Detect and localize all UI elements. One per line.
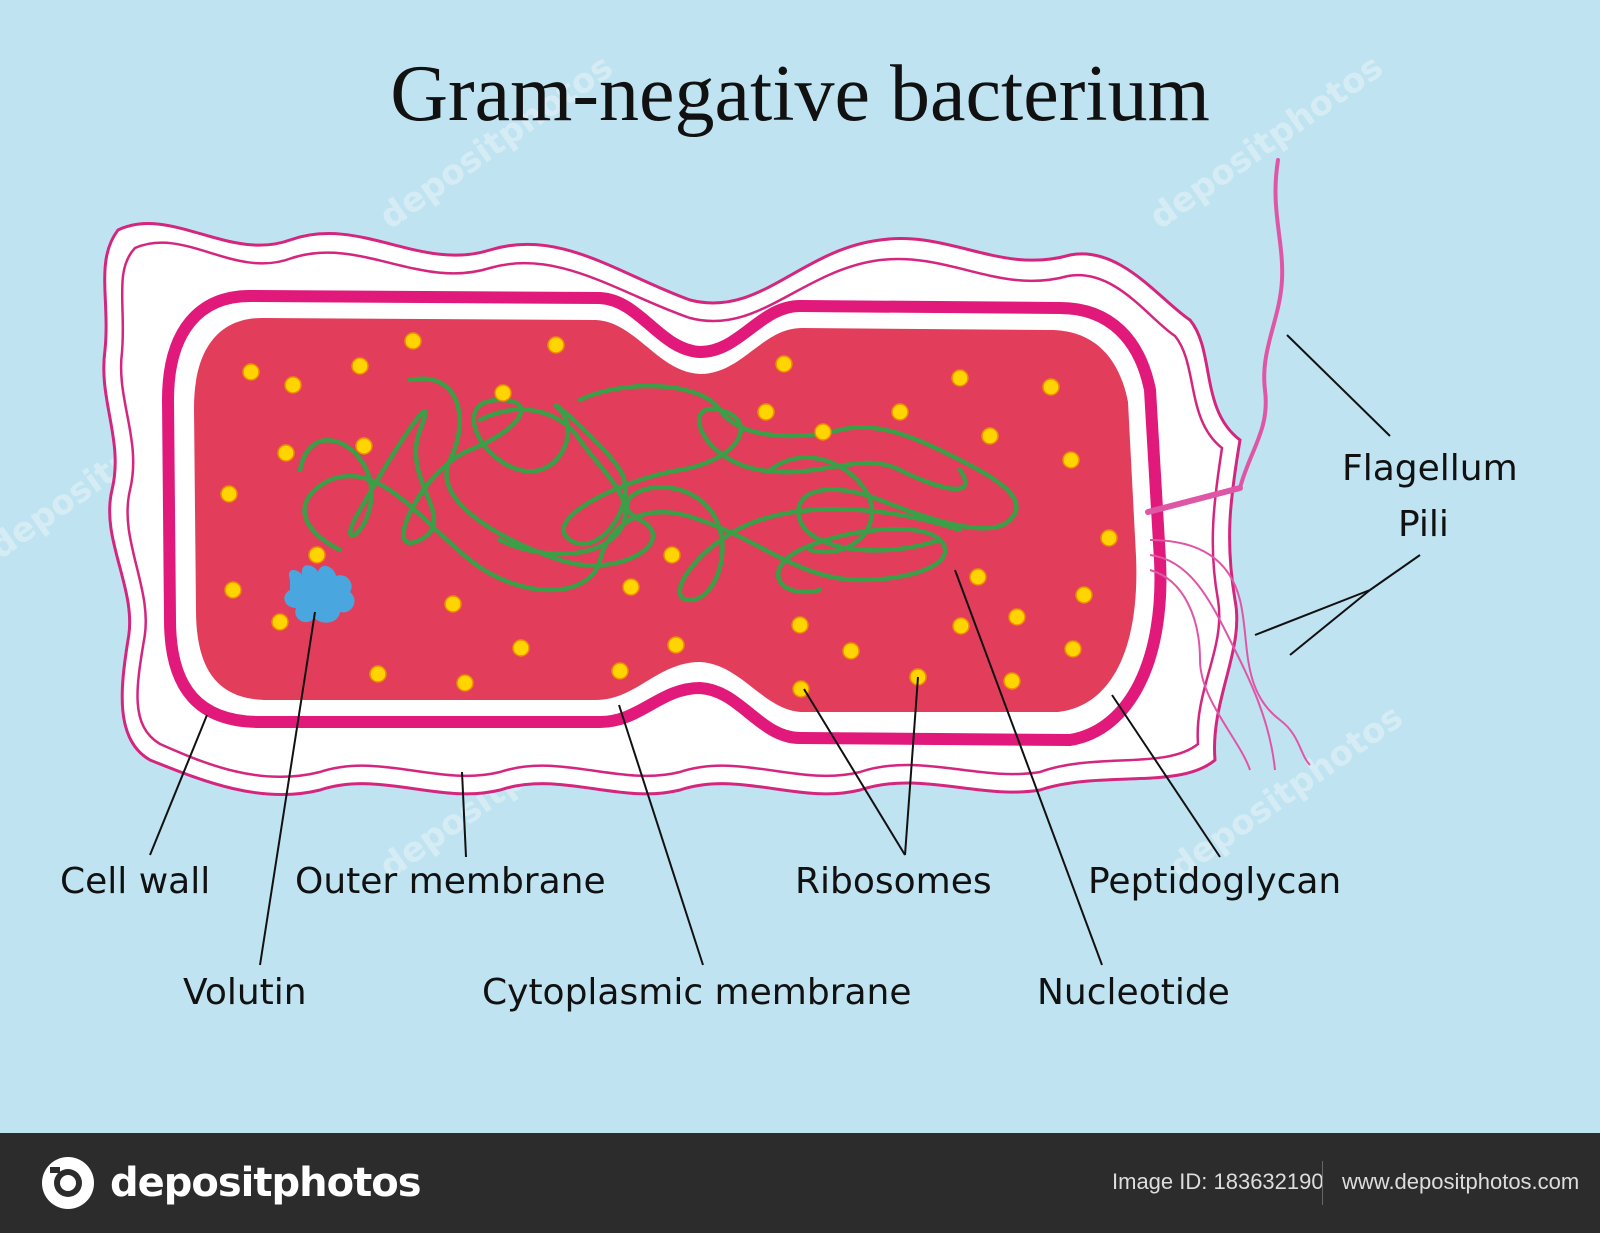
- cytoplasm: [194, 318, 1137, 712]
- leader-lines: [149, 334, 1421, 966]
- label-ribosomes: Ribosomes: [795, 861, 992, 902]
- flagellum: [1145, 158, 1285, 515]
- outer-membrane-line: [119, 241, 1224, 779]
- camera-logo-icon: [42, 1157, 94, 1209]
- footer-brand-name: depositphotos: [110, 1160, 422, 1206]
- nucleoid-dna: [297, 376, 1019, 603]
- label-volutin: Volutin: [183, 972, 307, 1013]
- label-outer-membrane: Outer membrane: [295, 861, 606, 902]
- label-cell-wall: Cell wall: [60, 861, 210, 902]
- volutin-granule: [284, 565, 355, 623]
- pili: [1149, 539, 1311, 771]
- footer-bar: depositphotos Image ID: 183632190 www.de…: [0, 1133, 1600, 1233]
- ribosomes-group: [220, 332, 1118, 698]
- label-nucleotide: Nucleotide: [1037, 972, 1230, 1013]
- label-flagellum: Flagellum: [1342, 448, 1518, 489]
- footer-separator: [1322, 1161, 1323, 1205]
- label-peptidoglycan: Peptidoglycan: [1088, 861, 1341, 902]
- diagram-title: Gram-negative bacterium: [390, 50, 1210, 138]
- footer-image-id: Image ID: 183632190: [1112, 1169, 1324, 1194]
- label-cytoplasmic-membrane: Cytoplasmic membrane: [482, 972, 912, 1013]
- footer-site-link[interactable]: www.depositphotos.com: [1342, 1169, 1580, 1194]
- footer-brand: depositphotos: [40, 1155, 422, 1211]
- label-pili: Pili: [1398, 504, 1449, 545]
